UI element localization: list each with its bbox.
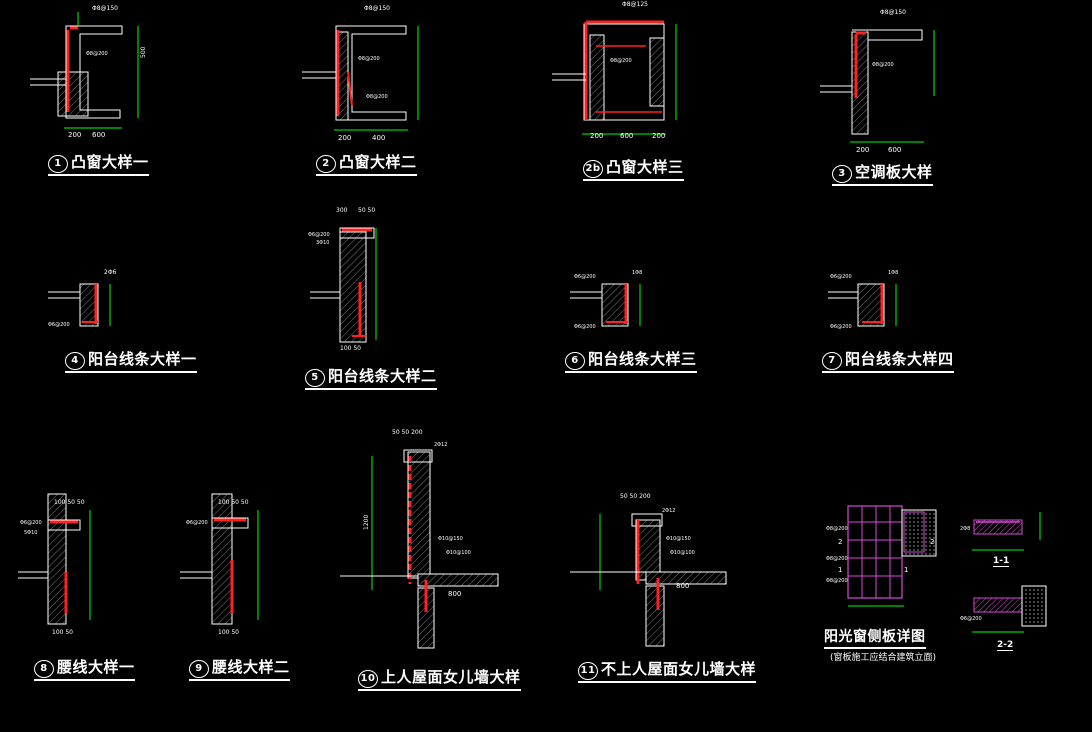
svg-text:1: 1 (838, 566, 842, 574)
svg-text:Φ10@150: Φ10@150 (438, 536, 463, 542)
detail-7-balcony-line: Φ6@200 1Φ8 Φ6@200 (828, 270, 898, 330)
svg-text:400: 400 (372, 134, 385, 142)
sunroom-side-panel: Φ8@200 Φ8@200 Φ8@200 2 1 2 1 2Φ8 Φ6@200 (826, 505, 1047, 633)
detail-1-bay-window: Φ8@150 Φ8@200 200 600 500 (30, 5, 147, 139)
svg-text:Φ10@100: Φ10@100 (670, 550, 695, 556)
detail-10-parapet: 50 50 200 2Φ12 Φ10@150 Φ10@100 800 1200 (340, 429, 499, 649)
svg-text:200: 200 (68, 131, 81, 139)
svg-text:100 50: 100 50 (340, 345, 361, 352)
svg-text:100 50 50: 100 50 50 (54, 499, 85, 506)
svg-text:500: 500 (140, 46, 147, 58)
detail-2b-bay-window: Φ8@125 Φ8@200 200 600 200 (552, 1, 677, 140)
svg-text:2Φ12: 2Φ12 (662, 508, 675, 514)
svg-text:Φ6@200: Φ6@200 (574, 324, 596, 330)
svg-text:100 50: 100 50 (52, 629, 73, 636)
svg-text:Φ6@200: Φ6@200 (186, 520, 208, 526)
slab-outline (65, 25, 123, 119)
section-1-1-label: 1-1 (993, 556, 1010, 567)
svg-text:Φ8@200: Φ8@200 (826, 578, 848, 584)
detail-6-balcony-line: Φ6@200 1Φ8 Φ6@200 (570, 270, 642, 330)
svg-text:200: 200 (338, 134, 351, 142)
svg-text:Φ6@200: Φ6@200 (20, 520, 42, 526)
sunroom-note: (窗板施工应结合建筑立面) (830, 653, 937, 663)
section-2-2-label: 2-2 (997, 640, 1014, 651)
svg-text:2Φ12: 2Φ12 (434, 442, 447, 448)
detail-11-parapet: 50 50 200 2Φ12 Φ10@150 Φ10@100 800 (570, 493, 727, 647)
svg-text:Φ8@200: Φ8@200 (826, 556, 848, 562)
svg-text:Φ8@200: Φ8@200 (610, 58, 632, 64)
svg-text:1Φ8: 1Φ8 (632, 270, 642, 276)
svg-text:Φ6@200: Φ6@200 (830, 274, 852, 280)
svg-text:Φ8@200: Φ8@200 (872, 62, 894, 68)
svg-text:2: 2 (930, 538, 934, 546)
svg-text:Φ6@200: Φ6@200 (960, 616, 982, 622)
svg-text:50 50: 50 50 (358, 207, 375, 214)
svg-text:200: 200 (590, 132, 603, 140)
rebar-note: Φ8@150 (92, 5, 118, 12)
svg-text:Φ8@150: Φ8@150 (880, 9, 906, 16)
svg-text:200: 200 (856, 146, 869, 154)
svg-text:50 50 200: 50 50 200 (392, 429, 423, 436)
svg-text:Φ8@125: Φ8@125 (622, 1, 648, 8)
svg-text:2Φ8: 2Φ8 (960, 526, 970, 532)
detail-2-bay-window: Φ8@150 Φ8@200 Φ8@200 200 400 (302, 5, 419, 142)
detail-8-waist-line: 100 50 50 Φ6@200 5Φ10 100 50 (18, 493, 91, 636)
svg-text:1200: 1200 (363, 515, 370, 530)
detail-5-balcony-line: 300 50 50 Φ6@200 3Φ10 100 50 (308, 207, 377, 352)
svg-text:Φ6@200: Φ6@200 (48, 322, 70, 328)
svg-text:Φ6@200: Φ6@200 (574, 274, 596, 280)
svg-text:Φ8@200: Φ8@200 (358, 56, 380, 62)
svg-text:2: 2 (838, 538, 842, 546)
rebar-note: Φ8@200 (86, 51, 108, 57)
svg-text:300: 300 (336, 207, 348, 214)
svg-text:Φ8@200: Φ8@200 (366, 94, 388, 100)
svg-text:Φ10@100: Φ10@100 (446, 550, 471, 556)
svg-text:Φ6@200: Φ6@200 (830, 324, 852, 330)
svg-text:600: 600 (92, 131, 105, 139)
svg-text:3Φ10: 3Φ10 (316, 240, 329, 246)
svg-text:100 50: 100 50 (218, 629, 239, 636)
svg-text:Φ8@150: Φ8@150 (364, 5, 390, 12)
svg-text:100 50 50: 100 50 50 (218, 499, 249, 506)
svg-text:5Φ10: 5Φ10 (24, 530, 37, 536)
svg-text:Φ8@200: Φ8@200 (826, 526, 848, 532)
svg-text:50 50 200: 50 50 200 (620, 493, 651, 500)
svg-text:800: 800 (448, 590, 461, 598)
detail-3-ac-board: Φ8@150 Φ8@200 200 600 (820, 9, 935, 154)
svg-text:Φ6@200: Φ6@200 (308, 232, 330, 238)
svg-text:1: 1 (904, 566, 908, 574)
title-sunroom-panel: 阳光窗侧板详图 (824, 626, 926, 649)
detail-4-balcony-line: 2Φ6 Φ6@200 (48, 269, 117, 328)
svg-text:600: 600 (620, 132, 633, 140)
svg-text:200: 200 (652, 132, 665, 140)
svg-text:600: 600 (888, 146, 901, 154)
svg-text:800: 800 (676, 582, 689, 590)
svg-text:Φ10@150: Φ10@150 (666, 536, 691, 542)
svg-text:2Φ6: 2Φ6 (104, 269, 117, 276)
detail-9-waist-line: 100 50 50 Φ6@200 100 50 (180, 493, 259, 636)
svg-text:1Φ8: 1Φ8 (888, 270, 898, 276)
